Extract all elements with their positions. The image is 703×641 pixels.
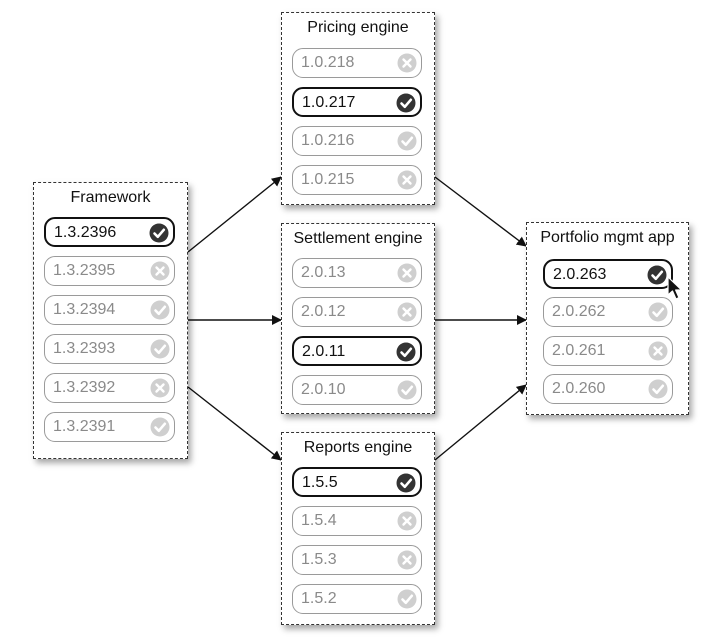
settlement-engine-box: Settlement engine 2.0.13 2.0.12 2.0.11 2… xyxy=(281,223,435,414)
version-label: 1.3.2393 xyxy=(53,340,116,357)
check-icon xyxy=(648,379,668,399)
version-label: 2.0.13 xyxy=(301,264,346,281)
version-label: 2.0.11 xyxy=(302,343,346,360)
pricing-engine-title: Pricing engine xyxy=(307,19,409,36)
check-icon xyxy=(149,223,169,243)
check-icon xyxy=(396,342,416,362)
version-pill[interactable]: 1.5.2 xyxy=(292,584,422,614)
version-label: 1.0.216 xyxy=(301,132,355,149)
cross-icon xyxy=(397,550,417,570)
version-label: 2.0.262 xyxy=(552,303,606,320)
version-label: 1.3.2394 xyxy=(53,301,116,318)
version-label: 2.0.12 xyxy=(301,303,346,320)
version-pill[interactable]: 1.3.2393 xyxy=(44,334,175,364)
version-pill[interactable]: 1.0.215 xyxy=(292,165,422,195)
cross-icon xyxy=(397,302,417,322)
version-pill[interactable]: 2.0.262 xyxy=(543,297,673,327)
check-icon xyxy=(397,131,417,151)
arrow-reports-to-portfolio xyxy=(434,384,527,461)
mouse-cursor-icon xyxy=(667,276,683,300)
version-label: 1.3.2391 xyxy=(53,418,116,435)
version-label: 2.0.261 xyxy=(552,342,606,359)
version-pill[interactable]: 1.5.5 xyxy=(292,467,422,497)
arrow-framework-to-pricing xyxy=(187,176,282,253)
version-label: 1.5.4 xyxy=(301,512,337,529)
cross-icon xyxy=(150,261,170,281)
version-pill[interactable]: 1.5.3 xyxy=(292,545,422,575)
version-label: 1.5.2 xyxy=(301,590,337,607)
settlement-engine-title: Settlement engine xyxy=(293,230,423,247)
version-label: 1.0.217 xyxy=(302,94,356,111)
version-label: 1.0.218 xyxy=(301,54,355,71)
version-pill[interactable]: 1.0.218 xyxy=(292,48,422,78)
version-pill[interactable]: 2.0.11 xyxy=(292,336,422,366)
cross-icon xyxy=(397,170,417,190)
version-label: 1.3.2395 xyxy=(53,262,116,279)
version-pill[interactable]: 1.3.2391 xyxy=(44,412,175,442)
version-pill[interactable]: 2.0.260 xyxy=(543,374,673,404)
check-icon xyxy=(648,302,668,322)
version-label: 1.0.215 xyxy=(301,171,355,188)
cross-icon xyxy=(397,263,417,283)
version-pill[interactable]: 2.0.263 xyxy=(543,259,673,289)
cross-icon xyxy=(648,341,668,361)
version-pill[interactable]: 2.0.10 xyxy=(292,375,422,405)
check-icon xyxy=(150,339,170,359)
version-pill[interactable]: 1.3.2396 xyxy=(44,217,175,247)
version-label: 1.3.2392 xyxy=(53,379,116,396)
version-label: 1.3.2396 xyxy=(54,224,117,241)
pricing-engine-box: Pricing engine 1.0.218 1.0.217 1.0.216 1… xyxy=(281,12,435,205)
version-label: 2.0.10 xyxy=(301,381,346,398)
version-label: 1.5.3 xyxy=(301,551,337,568)
portfolio-mgmt-app-title: Portfolio mgmt app xyxy=(540,229,675,246)
check-icon xyxy=(397,380,417,400)
version-label: 1.5.5 xyxy=(302,474,338,491)
reports-engine-box: Reports engine 1.5.5 1.5.4 1.5.3 1.5.2 xyxy=(281,432,435,625)
version-pill[interactable]: 2.0.12 xyxy=(292,297,422,327)
version-pill[interactable]: 2.0.261 xyxy=(543,336,673,366)
framework-title: Framework xyxy=(70,189,151,206)
check-icon xyxy=(397,589,417,609)
arrow-framework-to-reports xyxy=(187,386,282,461)
version-pill[interactable]: 1.3.2392 xyxy=(44,373,175,403)
check-icon xyxy=(396,473,416,493)
version-pill[interactable]: 1.0.216 xyxy=(292,126,422,156)
version-label: 2.0.263 xyxy=(553,266,607,283)
framework-box: Framework 1.3.2396 1.3.2395 1.3.2394 1.3… xyxy=(33,182,188,459)
version-pill[interactable]: 1.3.2395 xyxy=(44,256,175,286)
version-pill[interactable]: 2.0.13 xyxy=(292,258,422,288)
version-pill[interactable]: 1.5.4 xyxy=(292,506,422,536)
cross-icon xyxy=(397,53,417,73)
version-label: 2.0.260 xyxy=(552,380,606,397)
version-pill[interactable]: 1.0.217 xyxy=(292,87,422,117)
reports-engine-title: Reports engine xyxy=(303,439,413,456)
cross-icon xyxy=(150,378,170,398)
version-pill[interactable]: 1.3.2394 xyxy=(44,295,175,325)
cross-icon xyxy=(397,511,417,531)
check-icon xyxy=(150,300,170,320)
check-icon xyxy=(396,93,416,113)
arrow-pricing-to-portfolio xyxy=(434,176,527,247)
portfolio-mgmt-app-box: Portfolio mgmt app 2.0.263 2.0.262 2.0.2… xyxy=(526,222,689,415)
check-icon xyxy=(150,417,170,437)
check-icon xyxy=(647,265,667,285)
